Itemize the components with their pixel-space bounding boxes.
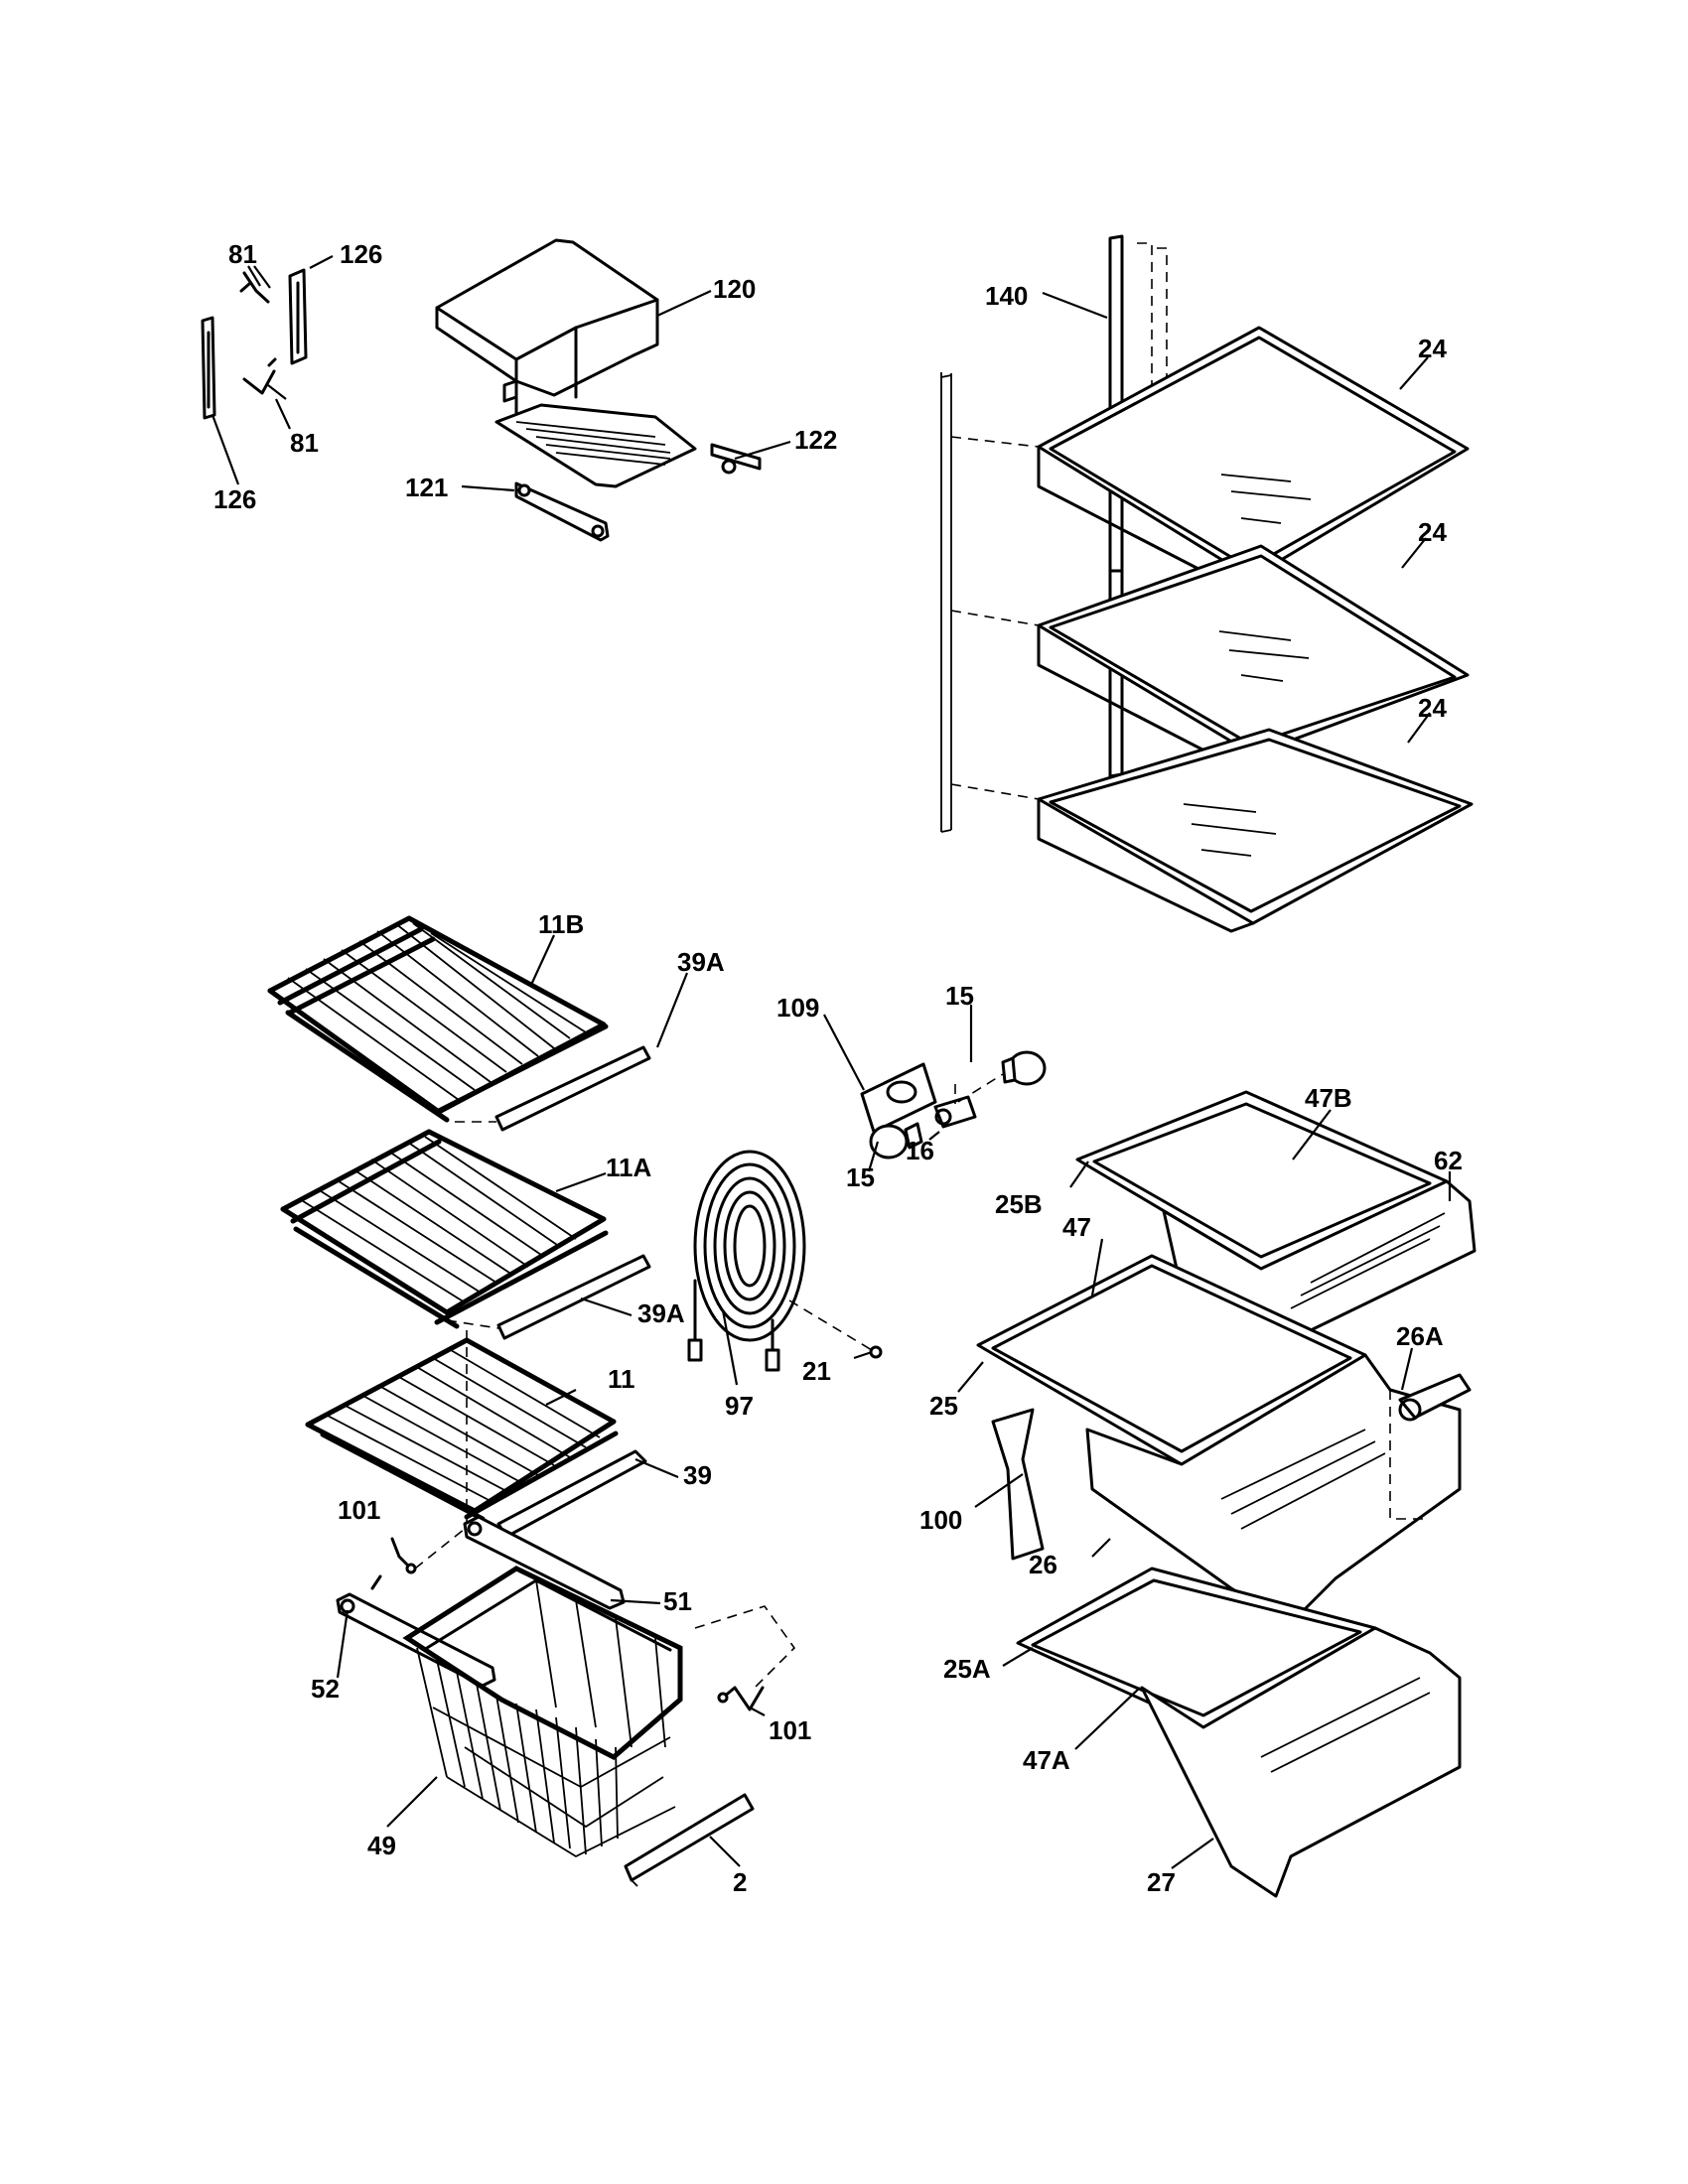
- callout-39: 39: [683, 1460, 712, 1490]
- rail-52: [336, 1592, 496, 1688]
- callout-25a: 25A: [943, 1654, 991, 1684]
- callout-120: 120: [713, 274, 756, 304]
- callout-101-lower: 101: [769, 1715, 811, 1745]
- leader-lines: [211, 255, 1452, 1869]
- callout-121: 121: [405, 473, 448, 502]
- callout-49: 49: [367, 1831, 396, 1860]
- callout-52: 52: [311, 1674, 340, 1704]
- rail-51: [463, 1515, 626, 1610]
- screw-101-lower: [717, 1686, 765, 1711]
- callout-15-lower: 15: [846, 1162, 875, 1192]
- screw-81-lower: [242, 357, 277, 395]
- wire-shelf-11b: [267, 915, 609, 1123]
- trim-39a-lower: [496, 1254, 651, 1340]
- callout-25b: 25B: [995, 1189, 1043, 1219]
- retainer-26a: [1398, 1373, 1472, 1422]
- screw-81-upper: [239, 271, 270, 304]
- callout-26a: 26A: [1396, 1321, 1444, 1351]
- callout-16: 16: [906, 1136, 934, 1165]
- wire-shelf-11: [305, 1337, 619, 1522]
- wire-basket-49: [402, 1566, 683, 1858]
- crisper-pan-27: [1140, 1626, 1462, 1898]
- callout-122: 122: [794, 425, 837, 455]
- callout-27: 27: [1147, 1867, 1176, 1897]
- ladder-rail-left: [940, 372, 952, 833]
- callout-11: 11: [608, 1364, 635, 1394]
- callout-140: 140: [985, 281, 1028, 311]
- callout-101-upper: 101: [338, 1495, 380, 1525]
- callout-62: 62: [1434, 1146, 1463, 1175]
- callout-11a: 11A: [606, 1153, 651, 1182]
- callout-81-lower: 81: [290, 428, 319, 458]
- callout-24-middle: 24: [1418, 517, 1447, 547]
- ice-bin-120: [435, 238, 697, 488]
- callout-21: 21: [802, 1356, 831, 1386]
- callout-97: 97: [725, 1391, 754, 1421]
- basket-alignment: [414, 1528, 796, 1689]
- callout-24-bottom: 24: [1418, 693, 1447, 723]
- glass-shelf-24-bottom: [1037, 728, 1474, 933]
- bulb-15-lower: [869, 1122, 923, 1160]
- bulb-15-upper: [1001, 1050, 1047, 1086]
- light-shield-109: [860, 1062, 937, 1134]
- heater-coil-97: [687, 1150, 806, 1372]
- callout-109: 109: [776, 993, 819, 1023]
- glass-shelf-24-top: [1037, 326, 1470, 588]
- bracket-100: [991, 1408, 1045, 1561]
- shelf-mount-lines: [950, 436, 1040, 800]
- callout-100: 100: [919, 1505, 962, 1535]
- coil-alignment: [788, 1299, 873, 1351]
- rail-121: [514, 481, 610, 542]
- callout-25: 25: [929, 1391, 958, 1421]
- callout-11b: 11B: [538, 909, 584, 939]
- screw-101-upper: [370, 1537, 417, 1590]
- callout-126-upper: 126: [340, 239, 382, 269]
- socket-16: [933, 1095, 977, 1129]
- crisper-pan-26: [1085, 1353, 1462, 1625]
- wire-shelf-11a: [280, 1129, 609, 1329]
- callout-47a: 47A: [1023, 1745, 1070, 1775]
- callout-126-lower: 126: [213, 484, 256, 514]
- trim-39a-upper: [494, 1045, 651, 1132]
- screw-21: [869, 1345, 883, 1359]
- callout-47: 47: [1062, 1212, 1091, 1242]
- bracket-126-right: [288, 268, 308, 365]
- handle-2: [624, 1793, 755, 1887]
- callout-15-upper: 15: [945, 981, 974, 1011]
- callout-81-upper: 81: [228, 239, 257, 269]
- light-alignment: [954, 1073, 1004, 1104]
- callout-26: 26: [1029, 1550, 1057, 1579]
- glass-shelf-24-middle: [1037, 544, 1470, 766]
- trim-39: [496, 1449, 647, 1539]
- callout-labels: 81 126 120 140 24 81 122 121 126 24 24 1…: [213, 239, 1463, 1897]
- rail-122: [710, 443, 762, 475]
- callout-39a-upper: 39A: [677, 947, 725, 977]
- callout-39a-lower: 39A: [637, 1298, 685, 1328]
- shelf-alignment-lines: [446, 1121, 499, 1535]
- callout-24-top: 24: [1418, 334, 1447, 363]
- bracket-126-left: [201, 316, 216, 420]
- callout-2: 2: [733, 1867, 747, 1897]
- callout-51: 51: [663, 1586, 692, 1616]
- callout-47b: 47B: [1305, 1083, 1352, 1113]
